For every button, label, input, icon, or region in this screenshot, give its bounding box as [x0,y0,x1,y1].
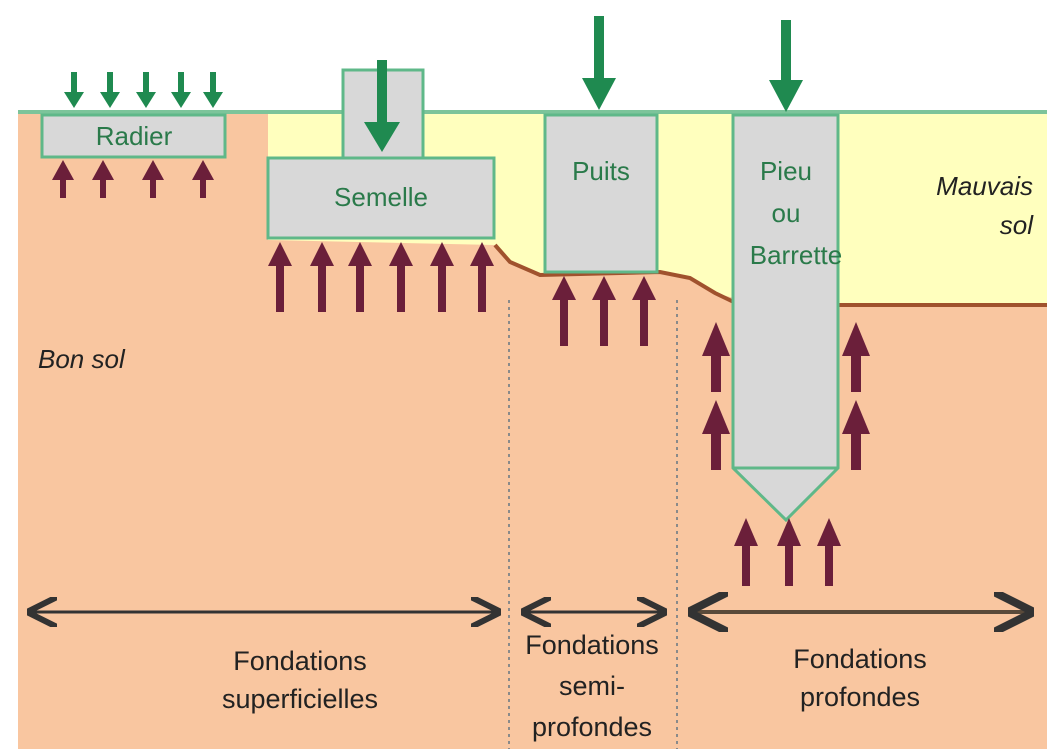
reaction-arrow-icon [92,160,114,198]
radier-block [40,113,227,159]
reaction-arrow-icon [430,242,454,312]
cat-semi-1: Fondations [525,630,659,660]
load-arrow-icon [100,72,120,108]
reaction-arrow-icon [734,518,758,586]
reaction-arrow-icon [552,276,576,346]
semelle-footing [266,156,496,240]
reaction-arrow-icon [389,242,413,312]
reaction-arrow-icon [592,276,616,346]
reaction-arrow-icon [842,400,870,470]
radier-label: Radier [96,121,173,151]
reaction-arrow-icon [52,160,74,198]
cat-profondes-2: profondes [800,682,920,712]
load-arrow-icon [769,20,803,112]
cat-superficielles-2: superficielles [222,684,378,714]
pieu-label-3: Barrette [750,240,843,270]
good-soil-label: Bon sol [38,344,126,374]
reaction-arrow-icon [142,160,164,198]
reaction-arrow-icon [470,242,494,312]
reaction-arrow-icon [702,400,730,470]
reaction-arrow-icon [702,322,730,392]
reaction-arrow-icon [348,242,372,312]
cat-semi-3: profondes [532,712,652,742]
reaction-arrows [52,160,870,586]
cat-semi-2: semi- [559,671,625,701]
load-arrow-icon [171,72,191,108]
bad-soil-label-1: Mauvais [936,171,1033,201]
reaction-arrow-icon [632,276,656,346]
load-arrow-icon [582,16,616,110]
reaction-arrow-icon [310,242,334,312]
semelle-label: Semelle [334,182,428,212]
reaction-arrow-icon [777,518,801,586]
load-arrow-icon [203,72,223,108]
load-arrow-icon [364,60,400,152]
reaction-arrow-icon [192,160,214,198]
reaction-arrow-icon [268,242,292,312]
reaction-arrow-icon [817,518,841,586]
pieu-label-1: Pieu [760,156,812,186]
bad-soil-label-2: sol [1000,210,1034,240]
load-arrow-icon [136,72,156,108]
load-arrow-icon [64,72,84,108]
puits-label: Puits [572,156,630,186]
cat-profondes-1: Fondations [793,644,927,674]
load-arrows [64,16,803,152]
pieu-shaft [731,113,840,523]
puits-block [543,113,659,274]
pieu-label-2: ou [772,198,801,228]
reaction-arrow-icon [842,322,870,392]
cat-superficielles-1: Fondations [233,646,367,676]
